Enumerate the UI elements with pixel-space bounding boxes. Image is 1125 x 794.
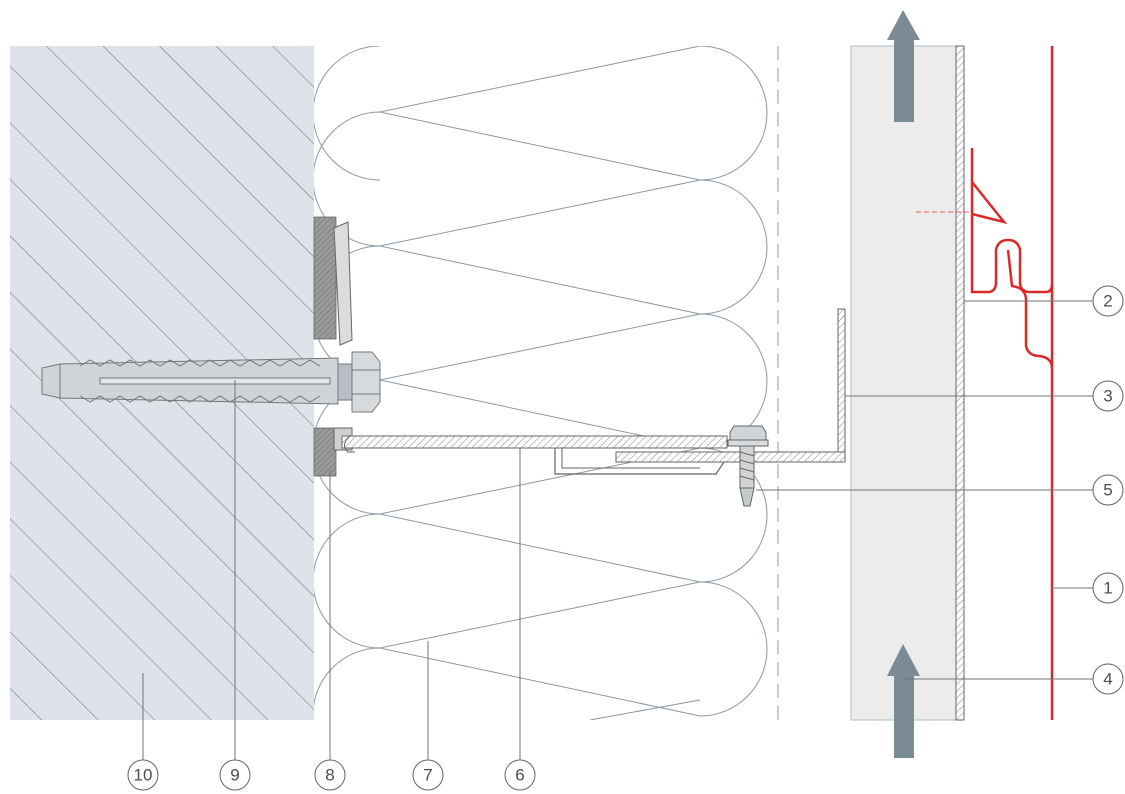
ventilation-air-gap bbox=[850, 45, 957, 721]
callout-9-label: 9 bbox=[230, 766, 239, 785]
callout-4-label: 4 bbox=[1103, 670, 1112, 689]
thermal-isolator-pad bbox=[313, 216, 337, 477]
callout-6: 6 bbox=[504, 759, 536, 791]
callout-2-label: 2 bbox=[1103, 292, 1112, 311]
wall-bracket bbox=[333, 221, 728, 475]
callout-5: 5 bbox=[1092, 474, 1124, 506]
callout-3-label: 3 bbox=[1103, 387, 1112, 406]
l-profile bbox=[615, 308, 846, 463]
callout-7-label: 7 bbox=[423, 766, 432, 785]
callout-10: 10 bbox=[127, 759, 159, 791]
callout-10-label: 10 bbox=[134, 766, 153, 785]
callout-1-label: 1 bbox=[1103, 579, 1112, 598]
callout-7: 7 bbox=[412, 759, 444, 791]
callout-5-label: 5 bbox=[1103, 481, 1112, 500]
anchor-dowel bbox=[41, 351, 381, 413]
callout-1: 1 bbox=[1092, 572, 1124, 604]
airflow-arrow-top bbox=[887, 10, 920, 122]
cladding-panel bbox=[970, 46, 1054, 720]
callout-8: 8 bbox=[314, 759, 346, 791]
callout-4: 4 bbox=[1092, 663, 1124, 695]
mineral-wool-insulation bbox=[314, 46, 768, 720]
callout-9: 9 bbox=[219, 759, 251, 791]
callout-3: 3 bbox=[1092, 380, 1124, 412]
airflow-arrow-bottom bbox=[887, 644, 920, 758]
callout-2: 2 bbox=[1092, 285, 1124, 317]
callout-8-label: 8 bbox=[325, 766, 334, 785]
self-drilling-screw bbox=[727, 425, 769, 507]
callout-6-label: 6 bbox=[515, 766, 524, 785]
vertical-rail bbox=[955, 45, 965, 721]
